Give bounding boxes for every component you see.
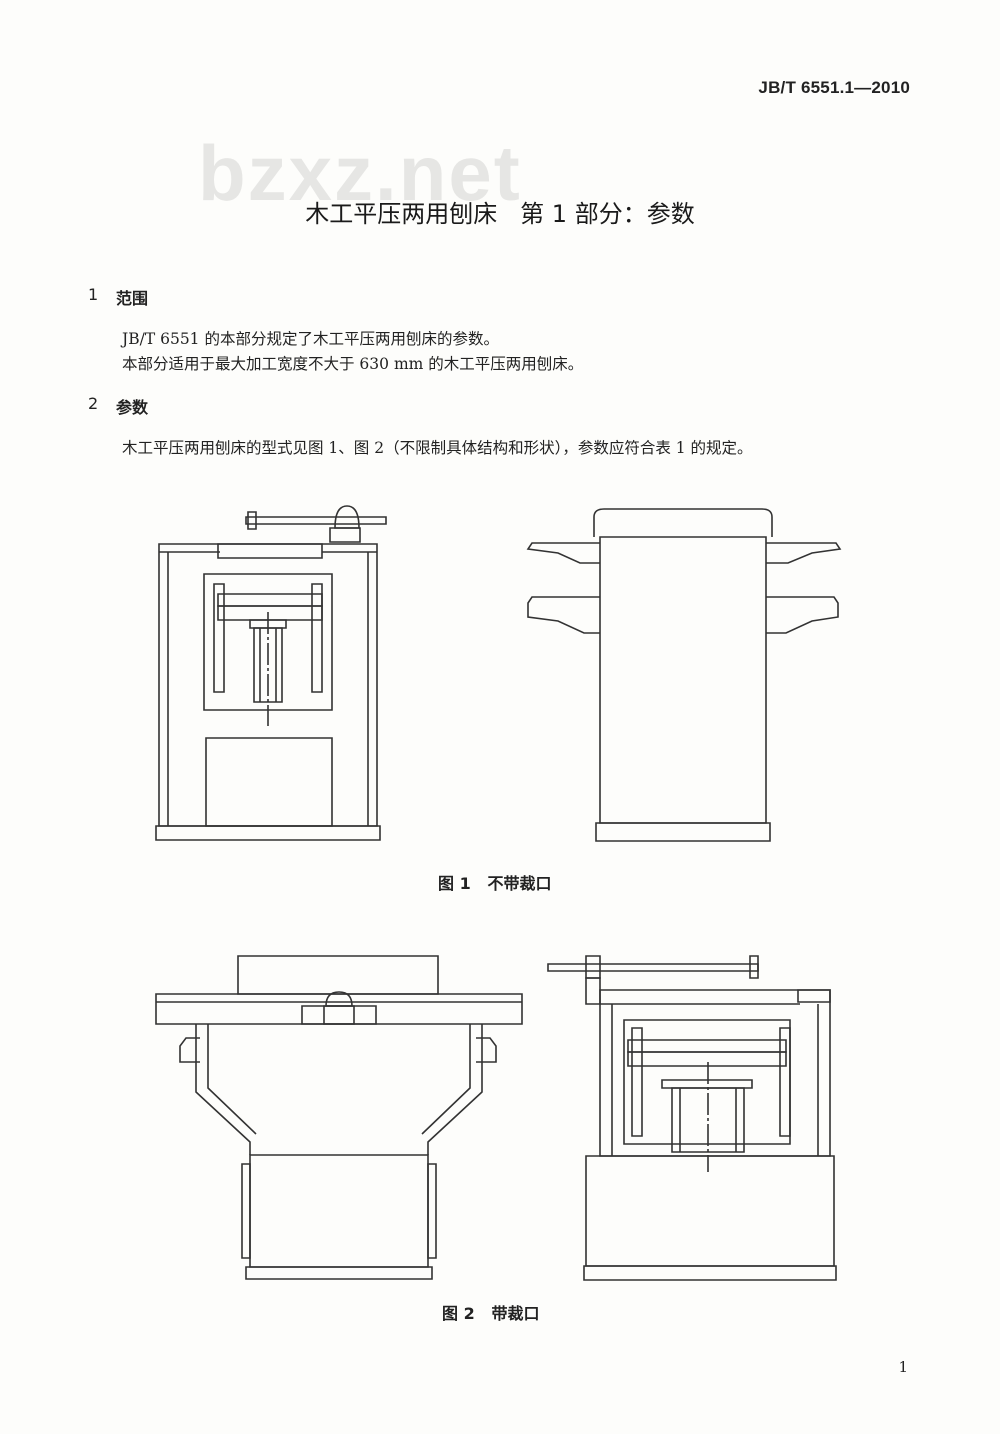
section-1-paragraph-2: 本部分适用于最大加工宽度不大于 630 mm 的木工平压两用刨床。 xyxy=(122,355,584,373)
document-title: 木工平压两用刨床 第 1 部分：参数 xyxy=(0,194,1000,229)
figure-2-side-view xyxy=(540,950,840,1285)
title-part: 第 1 部分：参数 xyxy=(520,200,695,228)
section-1-number: 1 xyxy=(88,285,99,304)
figure-1-label: 图 1 xyxy=(438,874,471,893)
figure-2-caption-text: 带裁口 xyxy=(491,1304,540,1323)
watermark: bzxz.net xyxy=(198,129,522,217)
section-1-paragraph-1: JB/T 6551 的本部分规定了木工平压两用刨床的参数。 xyxy=(122,330,499,348)
standard-code: JB/T 6551.1—2010 xyxy=(758,78,910,97)
figure-1-caption-text: 不带裁口 xyxy=(487,874,552,893)
figure-1-caption: 图 1 不带裁口 xyxy=(438,870,551,894)
section-2-heading: 参数 xyxy=(116,398,149,417)
page-number: 1 xyxy=(898,1358,908,1376)
figure-2-front-view xyxy=(150,950,530,1285)
section-2-number: 2 xyxy=(88,394,99,413)
figure-2-label: 图 2 xyxy=(442,1304,475,1323)
figure-2-caption: 图 2 带裁口 xyxy=(442,1300,539,1324)
section-2-paragraph-1: 木工平压两用刨床的型式见图 1、图 2（不限制具体结构和形状），参数应符合表 1… xyxy=(122,439,753,457)
figure-1-front-view xyxy=(150,500,390,845)
title-main: 木工平压两用刨床 xyxy=(305,200,498,228)
section-1-heading: 范围 xyxy=(116,289,149,308)
figure-1-side-view xyxy=(524,505,844,845)
